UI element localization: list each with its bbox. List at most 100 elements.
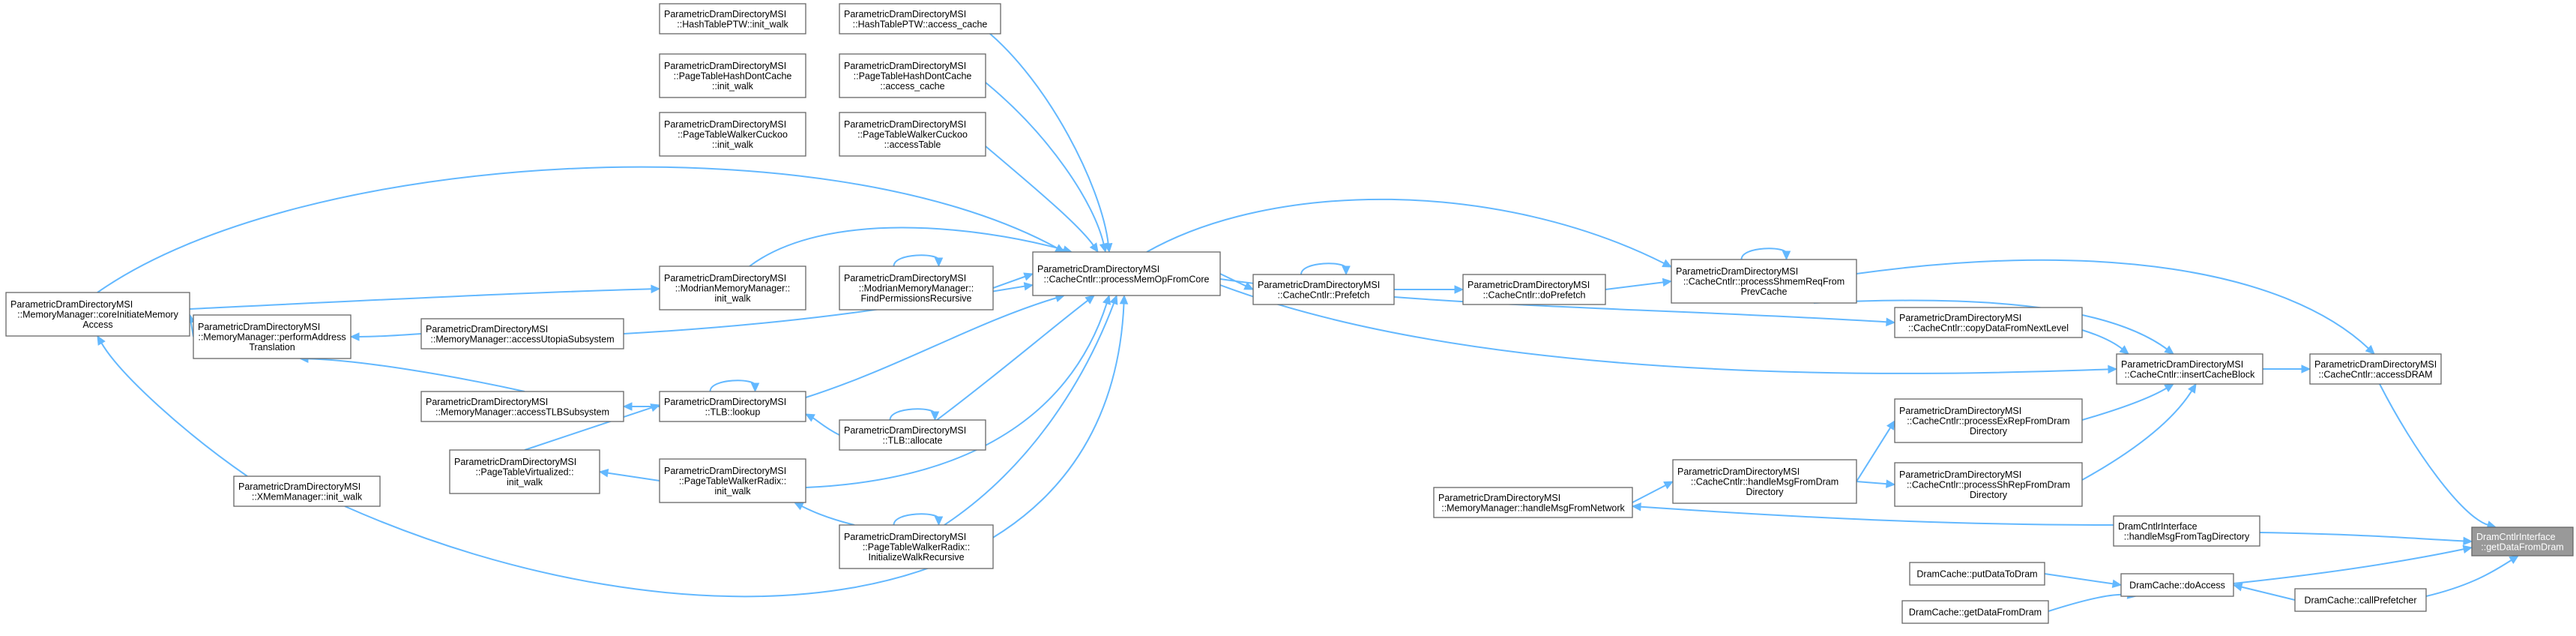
node-label-line: ::CacheCntlr::doPrefetch <box>1483 290 1586 300</box>
node-accessDRAM[interactable]: ParametricDramDirectoryMSI::CacheCntlr::… <box>2309 353 2442 385</box>
edge-arrowhead <box>2111 579 2123 589</box>
node-tlbAllocate[interactable]: ParametricDramDirectoryMSI::TLB::allocat… <box>839 419 986 451</box>
edge-processShmemReq-to-processShmemReq <box>1740 248 1791 261</box>
edge-line <box>2048 593 2129 612</box>
node-box <box>839 524 994 569</box>
node-label-line: ParametricDramDirectoryMSI <box>426 397 548 407</box>
node-label-line: ParametricDramDirectoryMSI <box>238 482 361 492</box>
node-callPrefetcher[interactable]: DramCache::callPrefetcher <box>2294 588 2427 612</box>
edge-processExRep-to-insertCacheBlock <box>2081 383 2175 421</box>
node-xmemInit[interactable]: ParametricDramDirectoryMSI::XMemManager:… <box>233 476 381 507</box>
node-getDataFromDram[interactable]: DramCache::getDataFromDram <box>1901 600 2049 624</box>
edge-arrowhead <box>2164 345 2174 355</box>
node-label-line: ::MemoryManager::handleMsgFromNetwork <box>1441 502 1625 513</box>
node-label-line: ParametricDramDirectoryMSI <box>1899 406 2021 416</box>
node-utopia[interactable]: ParametricDramDirectoryMSI::MemoryManage… <box>420 318 624 350</box>
node-label-line: ParametricDramDirectoryMSI <box>1676 266 1798 277</box>
node-htAccess[interactable]: ParametricDramDirectoryMSI::HashTablePTW… <box>839 3 1001 34</box>
node-modrianFind[interactable]: ParametricDramDirectoryMSI::ModrianMemor… <box>839 266 994 310</box>
node-label-line: ::TLB::lookup <box>705 406 761 417</box>
edge-line <box>1300 262 1347 275</box>
edge-line <box>1856 481 1888 485</box>
edge-line <box>97 166 1058 293</box>
node-label-line: ::CacheCntlr::processShmemReqFrom <box>1683 277 1844 287</box>
edge-processShRep-to-insertCacheBlock <box>2081 382 2197 481</box>
edge-line <box>2081 389 2193 481</box>
node-doAccess[interactable]: DramCache::doAccess <box>2120 573 2234 597</box>
node-label-line: ParametricDramDirectoryMSI <box>1899 470 2021 480</box>
edge-arrowhead <box>97 334 106 346</box>
node-putDataToDram[interactable]: DramCache::putDataToDram <box>1909 562 2045 586</box>
node-box <box>659 53 806 98</box>
node-processMemOp[interactable]: ParametricDramDirectoryMSI::CacheCntlr::… <box>1032 251 1221 296</box>
node-coreInitiate[interactable]: ParametricDramDirectoryMSI::MemoryManage… <box>5 292 190 337</box>
edge-xmemInit-to-coreInitiate <box>97 334 248 477</box>
node-tlbSubsystem[interactable]: ParametricDramDirectoryMSI::MemoryManage… <box>420 391 624 422</box>
edge-line <box>307 358 525 392</box>
edge-arrowhead <box>349 332 360 341</box>
node-box <box>1433 487 1633 518</box>
node-handleTagDir[interactable]: DramCntlrInterface::handleMsgFromTagDire… <box>2113 515 2260 547</box>
node-label-line: ParametricDramDirectoryMSI <box>664 466 786 476</box>
node-performAddr[interactable]: ParametricDramDirectoryMSI::MemoryManage… <box>193 314 352 359</box>
node-label-line: ::getDataFromDram <box>2481 542 2563 552</box>
edge-line <box>2259 532 2465 542</box>
edge-doPrefetch-to-processShmemReq <box>1605 278 1673 290</box>
edge-tlbAllocate-to-tlbLookup <box>804 413 840 436</box>
node-label-line: ParametricDramDirectoryMSI <box>664 119 786 130</box>
node-tlbLookup[interactable]: ParametricDramDirectoryMSI::TLB::lookup <box>659 391 806 422</box>
node-label-line: ::ModrianMemoryManager:: <box>859 284 974 294</box>
node-modrianInit[interactable]: ParametricDramDirectoryMSI::ModrianMemor… <box>659 266 806 310</box>
node-box <box>839 3 1001 34</box>
node-box <box>659 3 806 34</box>
edge-line <box>985 82 1105 245</box>
node-Prefetch[interactable]: ParametricDramDirectoryMSI::CacheCntlr::… <box>1252 274 1395 305</box>
edge-arrowhead <box>2509 555 2520 565</box>
edge-line <box>985 146 1095 247</box>
edge-arrowhead <box>598 468 609 478</box>
edge-line <box>805 302 1108 488</box>
call-graph-nodes: DramCntlrInterface::getDataFromDram Param… <box>5 3 2574 624</box>
node-label-line: ::MemoryManager::accessUtopiaSubsystem <box>430 334 614 344</box>
node-root[interactable]: DramCntlrInterface::getDataFromDram <box>2471 526 2574 556</box>
node-label-line: init_walk <box>715 486 752 496</box>
node-insertCacheBlock[interactable]: ParametricDramDirectoryMSI::CacheCntlr::… <box>2116 353 2263 385</box>
node-label-line: ::PageTableVirtualized:: <box>475 467 573 478</box>
node-label-line: ParametricDramDirectoryMSI <box>664 9 786 20</box>
node-label-line: ::HashTablePTW::access_cache <box>853 19 988 29</box>
edge-arrowhead <box>1782 250 1791 261</box>
edge-cuckooAccess-to-processMemOp <box>985 146 1099 253</box>
node-radixInit[interactable]: ParametricDramDirectoryMSI::PageTableWal… <box>659 458 806 503</box>
edge-line <box>189 288 653 310</box>
edge-Prefetch-to-doPrefetch <box>1394 285 1465 294</box>
node-label-line: DramCache::callPrefetcher <box>2304 596 2416 606</box>
node-processShmemReq[interactable]: ParametricDramDirectoryMSI::CacheCntlr::… <box>1671 259 1857 304</box>
node-radixRec[interactable]: ParametricDramDirectoryMSI::PageTableWal… <box>839 524 994 569</box>
edge-line <box>812 416 840 436</box>
edge-arrowhead <box>1663 481 1674 490</box>
edge-handleMsgFromDram-to-processShRep <box>1856 479 1896 488</box>
node-label-line: ::MemoryManager::coreInitiateMemory <box>17 310 178 320</box>
node-cuckooAccess[interactable]: ParametricDramDirectoryMSI::PageTableWal… <box>839 112 986 157</box>
node-box <box>659 391 806 422</box>
edge-line <box>2425 559 2513 597</box>
node-virtInit[interactable]: ParametricDramDirectoryMSI::PageTableVir… <box>449 449 600 494</box>
edge-line <box>1740 248 1788 260</box>
node-copyDataFromNextLevel[interactable]: ParametricDramDirectoryMSI::CacheCntlr::… <box>1894 307 2083 338</box>
node-label-line: ParametricDramDirectoryMSI <box>844 119 966 130</box>
node-label-line: ::PageTableWalkerCuckoo <box>678 130 788 140</box>
node-hdcInit[interactable]: ParametricDramDirectoryMSI::PageTableHas… <box>659 53 806 98</box>
edge-arrowhead <box>1109 294 1118 305</box>
node-hdcAccess[interactable]: ParametricDramDirectoryMSI::PageTableHas… <box>839 53 986 98</box>
edge-arrowhead <box>1243 281 1255 290</box>
node-processShRep[interactable]: ParametricDramDirectoryMSI::CacheCntlr::… <box>1894 462 2083 507</box>
node-box <box>839 112 986 157</box>
edge-modrianInit-to-processMemOp <box>749 226 1073 267</box>
node-handleMsgFromDram[interactable]: ParametricDramDirectoryMSI::CacheCntlr::… <box>1672 459 1857 504</box>
node-mmHandleMsg[interactable]: ParametricDramDirectoryMSI::MemoryManage… <box>1433 487 1633 518</box>
node-htInit[interactable]: ParametricDramDirectoryMSI::HashTablePTW… <box>659 3 806 34</box>
node-label-line: ::HashTablePTW::init_walk <box>677 19 788 29</box>
node-processExRep[interactable]: ParametricDramDirectoryMSI::CacheCntlr::… <box>1894 398 2083 443</box>
node-cuckooInit[interactable]: ParametricDramDirectoryMSI::PageTableWal… <box>659 112 806 157</box>
node-doPrefetch[interactable]: ParametricDramDirectoryMSI::CacheCntlr::… <box>1462 274 1606 305</box>
